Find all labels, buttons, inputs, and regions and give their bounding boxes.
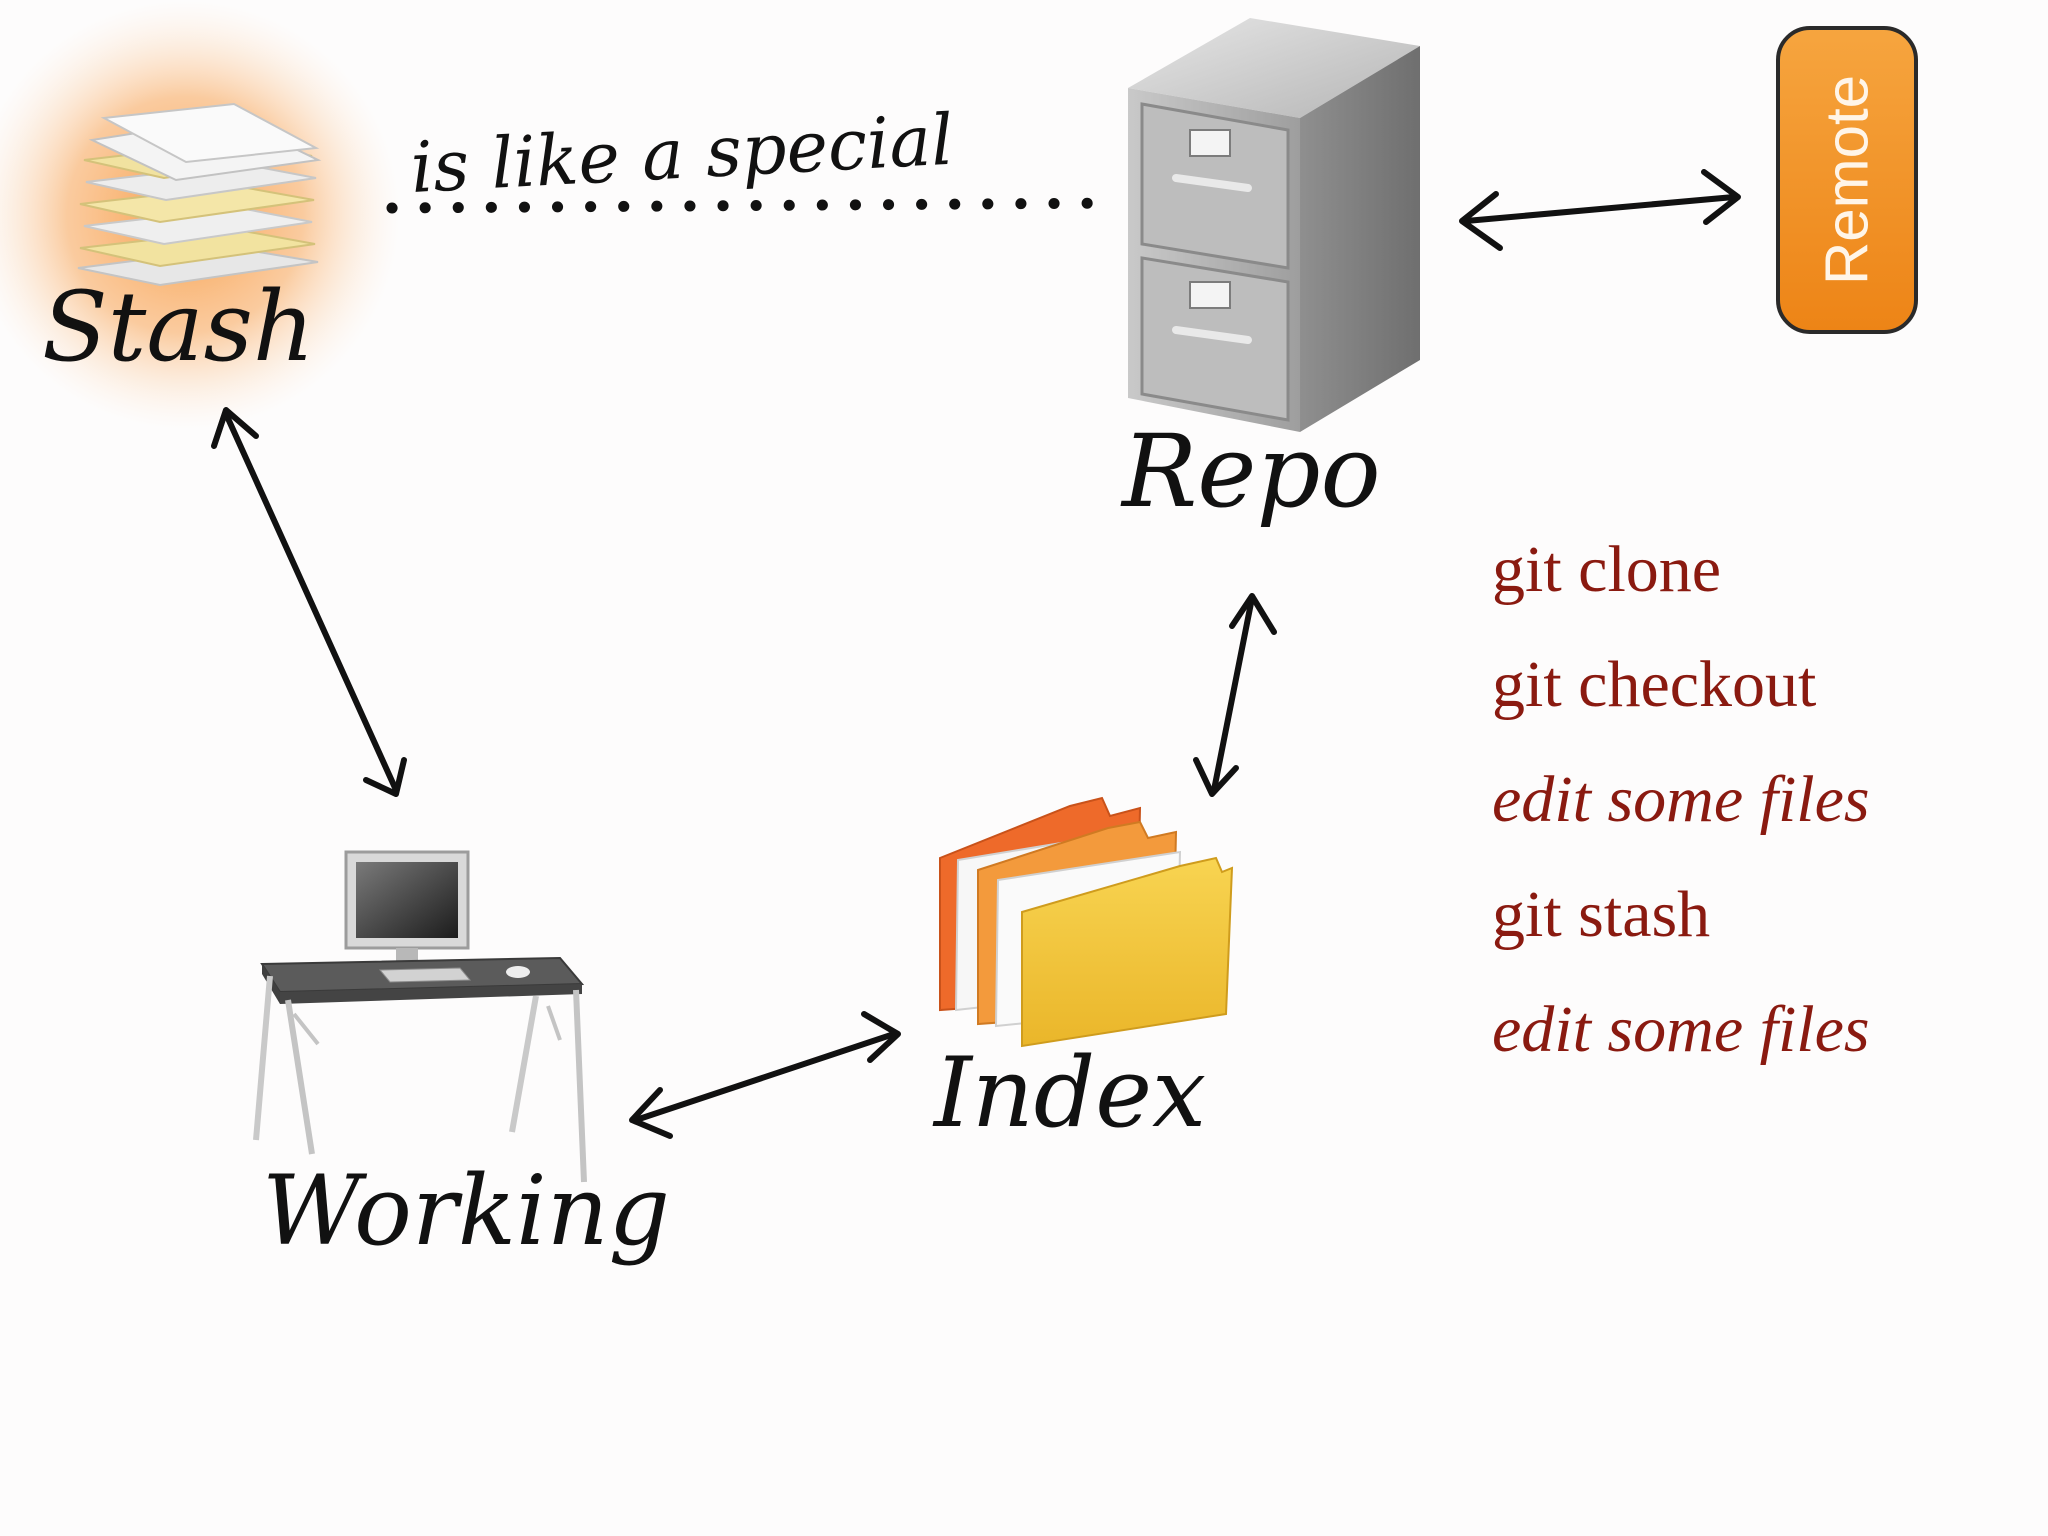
- stash-node: Stash: [0, 0, 400, 430]
- index-node: Index: [932, 796, 1234, 1149]
- arrow-working-index: [629, 1011, 901, 1139]
- arrow-stash-working: [211, 407, 407, 797]
- arrow-repo-remote: [1459, 169, 1741, 251]
- filing-cabinet-icon: [1128, 18, 1420, 432]
- index-label: Index: [932, 1037, 1206, 1149]
- folders-icon: [939, 796, 1234, 1048]
- repo-label: Repo: [1120, 413, 1381, 530]
- working-node: Working: [253, 850, 670, 1267]
- paper-stack-icon: [77, 102, 322, 287]
- stash-repo-connector: is like a special: [386, 99, 1126, 214]
- repo-node: Repo: [1120, 18, 1420, 530]
- stash-label: Stash: [42, 271, 315, 383]
- connector-label: is like a special: [409, 99, 956, 209]
- arrow-index-repo: [1193, 593, 1277, 797]
- dotted-line: [386, 197, 1126, 214]
- desk-computer-icon: [253, 850, 587, 1183]
- command-item: git stash: [1492, 878, 1711, 951]
- remote-node: Remote: [1776, 26, 1918, 334]
- working-label: Working: [262, 1155, 670, 1267]
- command-item: edit some files: [1492, 763, 1870, 836]
- remote-box: [1776, 26, 1918, 334]
- command-list: git clone git checkout edit some files g…: [1492, 512, 1870, 1087]
- command-item: git checkout: [1492, 648, 1817, 721]
- command-item: edit some files: [1492, 993, 1870, 1066]
- command-item: git clone: [1492, 533, 1722, 606]
- remote-label: Remote: [1814, 75, 1881, 285]
